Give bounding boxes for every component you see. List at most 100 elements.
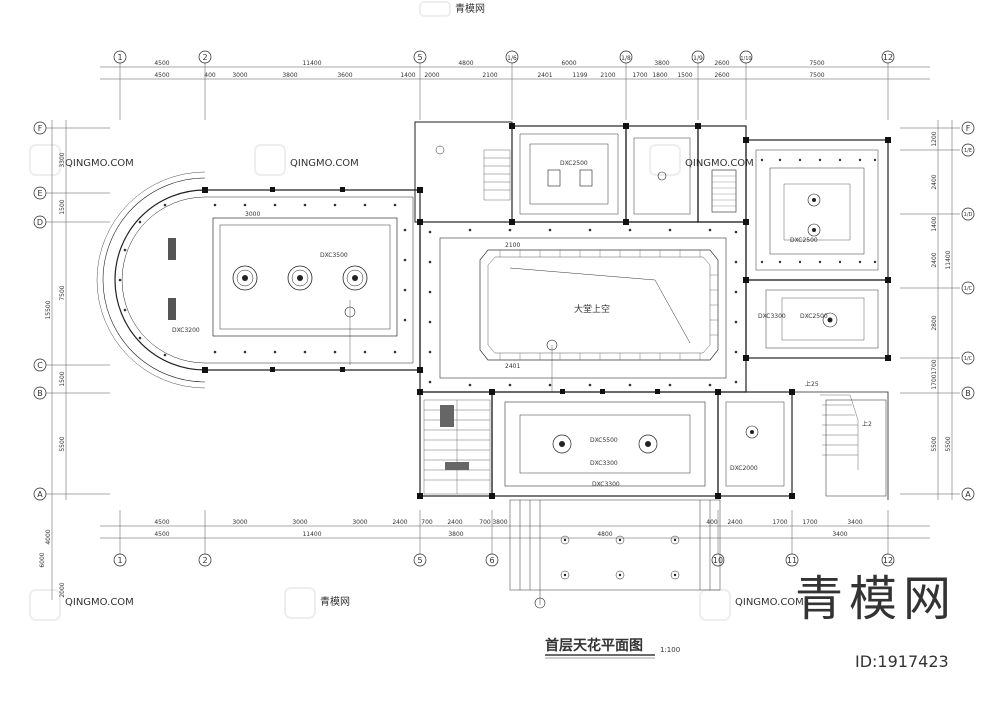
upper-room-recess [519, 133, 619, 215]
axis-bubble: 1/9 [691, 50, 705, 64]
svg-text:700: 700 [421, 519, 433, 526]
left-ceiling-recess [212, 217, 398, 337]
svg-text:3800: 3800 [492, 519, 507, 526]
svg-text:5: 5 [417, 53, 422, 62]
stair-up-label: 上25 [805, 380, 819, 388]
svg-text:1/8: 1/8 [621, 55, 631, 62]
right-downlights [760, 158, 877, 264]
svg-text:3000: 3000 [352, 519, 367, 526]
drawing-scale: 1:100 [660, 646, 680, 654]
right-rooms-ceiling: DXC2500 DXC2500 DXC3300 [755, 149, 879, 349]
svg-text:11: 11 [787, 556, 797, 565]
svg-text:3400: 3400 [847, 519, 862, 526]
top-dimension-lines [100, 62, 930, 120]
svg-text:DXC2500: DXC2500 [790, 237, 818, 244]
svg-text:6000: 6000 [561, 60, 576, 67]
svg-text:3000: 3000 [232, 72, 247, 79]
wm-tile: QINGMO.COM [699, 589, 804, 621]
axis-bubble: 12 [881, 50, 895, 64]
svg-text:1500: 1500 [59, 199, 66, 214]
svg-text:3600: 3600 [337, 72, 352, 79]
svg-text:3800: 3800 [448, 531, 463, 538]
shaft-hatch [712, 175, 736, 207]
svg-text:2: 2 [202, 53, 207, 62]
lobby-void-frame [479, 249, 719, 361]
chandelier-icon [232, 265, 258, 291]
axis-bubble: 2 [198, 553, 212, 567]
section-marker-icon [344, 306, 356, 318]
right-stair [820, 394, 859, 470]
lower-rooms-ceiling: DXC5500 DXC3300 DXC3300 DXC2000 上25 上2 [423, 380, 872, 609]
axis-bubble: 11 [785, 553, 799, 567]
fixture-icon [579, 169, 593, 187]
left-grille [168, 298, 176, 320]
axis-bubble: 1/10 [739, 50, 753, 64]
lobby-void-inner [487, 256, 711, 354]
svg-text:5500: 5500 [59, 436, 66, 451]
svg-text:2100: 2100 [600, 72, 615, 79]
svg-text:7500: 7500 [809, 60, 824, 67]
svg-text:11400: 11400 [302, 60, 321, 67]
axis-bubble: 5 [413, 50, 427, 64]
fixture-icon [547, 169, 561, 187]
stair-label: 上2 [862, 420, 872, 428]
svg-text:700: 700 [479, 519, 491, 526]
chandelier-icon [342, 265, 368, 291]
axis-bubble: 1/D [961, 207, 975, 221]
svg-text:1500: 1500 [677, 72, 692, 79]
axis-bubble: 10 [711, 553, 725, 567]
wm-tile: QINGMO.COM [254, 144, 359, 176]
svg-text:2100: 2100 [505, 242, 520, 249]
chandelier-icon [552, 434, 572, 454]
background-watermarks: QINGMO.COM QINGMO.COM QINGMO.COM QINGMO.… [29, 1, 804, 621]
svg-text:QINGMO.COM: QINGMO.COM [685, 158, 754, 169]
svg-text:1/E: 1/E [964, 148, 972, 154]
svg-text:1/D: 1/D [964, 212, 973, 218]
svg-text:DXC3300: DXC3300 [590, 460, 618, 467]
svg-text:1800: 1800 [652, 72, 667, 79]
axis-bubble: F [33, 121, 47, 135]
bottom-axis-bubbles: 1 2 5 6 10 11 12 [113, 553, 895, 567]
svg-text:B: B [37, 389, 43, 398]
svg-text:DXC2000: DXC2000 [730, 465, 758, 472]
svg-text:F: F [966, 124, 971, 133]
lobby-frame-outer [439, 237, 727, 379]
wm-tile: QINGMO.COM [29, 589, 134, 621]
svg-text:11400: 11400 [945, 250, 952, 269]
watermark-brand: 青模网 [795, 571, 957, 627]
svg-text:400: 400 [706, 519, 718, 526]
svg-text:1/C: 1/C [964, 286, 973, 292]
svg-text:1700: 1700 [802, 519, 817, 526]
lower-room-recess [504, 401, 706, 487]
lobby-frame-hatch [499, 250, 718, 360]
svg-text:1: 1 [117, 53, 122, 62]
axis-bubble: F [961, 121, 975, 135]
left-arc-downlights [118, 203, 407, 357]
downlight-icon [657, 171, 667, 181]
svg-text:1: 1 [117, 556, 122, 565]
axis-bubble: C [33, 358, 47, 372]
svg-text:DXC3300: DXC3300 [758, 313, 786, 320]
axis-bubble: A [33, 487, 47, 501]
svg-text:F: F [38, 124, 43, 133]
upper-stair [483, 149, 511, 201]
watermark-id: ID:1917423 [855, 652, 949, 671]
svg-text:1700: 1700 [632, 72, 647, 79]
svg-text:7500: 7500 [809, 72, 824, 79]
svg-text:2: 2 [202, 556, 207, 565]
upper-rooms-ceiling: DXC2500 [435, 133, 737, 215]
axis-bubble: 6 [485, 553, 499, 567]
svg-text:4500: 4500 [154, 60, 169, 67]
svg-text:DXC2500: DXC2500 [560, 160, 588, 167]
axis-bubble: E [33, 186, 47, 200]
svg-text:5: 5 [417, 556, 422, 565]
svg-text:QINGMO.COM: QINGMO.COM [290, 158, 359, 169]
shaft-box [711, 169, 737, 213]
canopy-downlights [560, 535, 680, 580]
svg-text:15500: 15500 [45, 300, 52, 319]
svg-text:1/9: 1/9 [693, 55, 703, 62]
svg-text:DXC5500: DXC5500 [590, 437, 618, 444]
svg-text:2000: 2000 [424, 72, 439, 79]
